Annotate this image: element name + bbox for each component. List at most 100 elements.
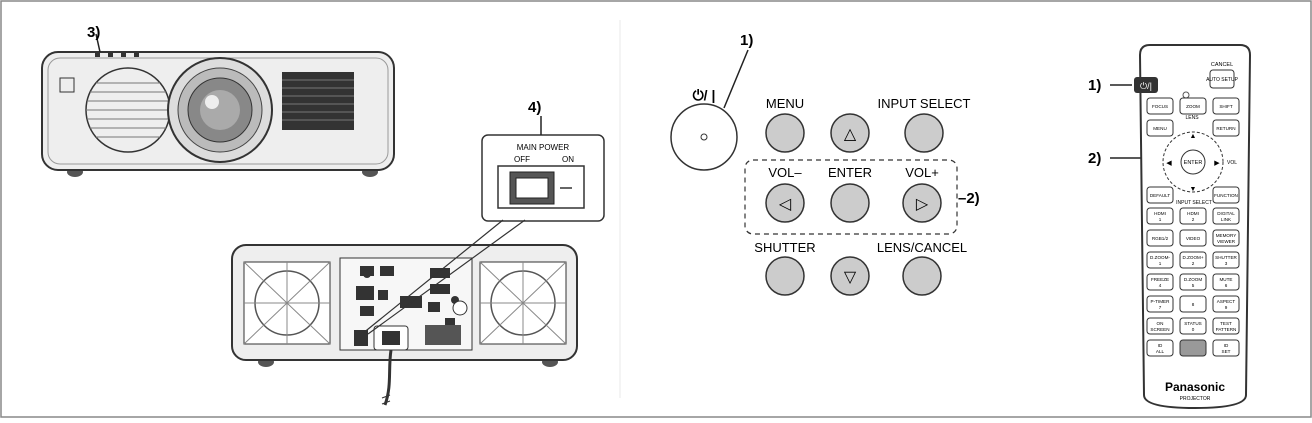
callout-1-panel: 1) [740, 32, 753, 49]
remote-key-r9-c3-label: PATTERN [1216, 327, 1237, 332]
remote-key-menu[interactable] [1146, 119, 1174, 137]
svg-text:⏻/|: ⏻/| [1140, 81, 1152, 91]
remote-key-r7-c3[interactable] [1212, 273, 1240, 291]
remote-key-r7-c3-label: 6 [1225, 283, 1228, 288]
shutter-label: SHUTTER [754, 240, 815, 255]
remote-key-r8-c1-label: 7 [1159, 305, 1162, 310]
remote-key-r7-c1[interactable] [1146, 273, 1174, 291]
remote-key-r4-c1-label: 1 [1159, 217, 1162, 222]
enter-button[interactable] [830, 183, 870, 223]
front-right-grille [282, 72, 354, 130]
input-select-label: INPUT SELECT [878, 96, 971, 111]
remote-key-r5-c1[interactable] [1146, 229, 1174, 247]
right-arrow-icon: ▷ [916, 196, 929, 213]
remote-key-return[interactable] [1212, 119, 1240, 137]
down-arrow-icon: ▽ [844, 269, 857, 286]
remote-key-zoom[interactable] [1179, 97, 1207, 115]
shutter-button[interactable] [765, 256, 805, 296]
projector-rear-view [231, 244, 578, 406]
callout-1-remote: 1) [1088, 77, 1101, 94]
vol-plus-label: VOL+ [905, 165, 939, 180]
remote-key-default[interactable] [1146, 186, 1174, 204]
lens-cancel-button[interactable] [902, 256, 942, 296]
remote-enter-button[interactable] [1180, 149, 1206, 175]
callout-2-panel: –2) [958, 190, 980, 207]
dashed-group-2 [744, 159, 958, 235]
remote-cancel-label: CANCEL [1211, 62, 1233, 68]
remote-key-r6-c2-label: 2 [1192, 261, 1195, 266]
remote-key-r8-c1-label: P-TIMER [1151, 299, 1171, 304]
main-power-title: MAIN POWER [517, 143, 570, 152]
up-button[interactable] [830, 113, 870, 153]
remote-key-r6-c1-label: D.ZOOM- [1150, 255, 1170, 260]
remote-key-r7-c2-label: 5 [1192, 283, 1195, 288]
remote-key-r4-c2[interactable] [1179, 207, 1207, 225]
remote-key-r9-c2[interactable] [1179, 317, 1207, 335]
main-power-switch-small [354, 330, 368, 346]
remote-key-r6-c1-label: 1 [1159, 261, 1162, 266]
left-vol-minus-button[interactable] [765, 183, 805, 223]
right-vol-plus-button[interactable] [902, 183, 942, 223]
remote-key-r10-c3[interactable] [1212, 339, 1240, 357]
input-select-button[interactable] [904, 113, 944, 153]
remote-key-r8-c1[interactable] [1146, 295, 1174, 313]
projector-front-view: 3) [41, 24, 395, 177]
remote-key-r4-c2-label: HDMI [1187, 211, 1199, 216]
remote-key-r9-c1[interactable] [1146, 317, 1174, 335]
left-arrow-icon: ◁ [779, 196, 792, 213]
remote-key-r10-c3-label: SET [1222, 349, 1231, 354]
remote-key-r6-c3-label: 3 [1225, 261, 1228, 266]
remote-key-r9-c2-label: STATUS [1184, 321, 1201, 326]
up-arrow-icon: △ [844, 126, 857, 143]
remote-key-r8-c2[interactable] [1179, 295, 1207, 313]
remote-key-shift[interactable] [1212, 97, 1240, 115]
remote-key-focus[interactable] [1146, 97, 1174, 115]
svg-text:▲: ▲ [1190, 133, 1197, 140]
remote-key-menu-label: MENU [1153, 126, 1167, 131]
remote-key-r5-c3-label: VIEWER [1217, 239, 1236, 244]
power-button[interactable] [670, 103, 738, 171]
remote-key-r8-c3[interactable] [1212, 295, 1240, 313]
remote-key-r6-c3[interactable] [1212, 251, 1240, 269]
remote-key-shift-label: SHIFT [1219, 104, 1232, 109]
remote-key-r10-c1-label: ID [1158, 343, 1163, 348]
remote-key-r10-c2[interactable] [1179, 339, 1207, 357]
remote-input-select-label: INPUT SELECT [1176, 200, 1212, 206]
remote-key-default-label: DEFAULT [1150, 193, 1171, 198]
remote-key-r10-c1[interactable] [1146, 339, 1174, 357]
remote-key-r4-c3[interactable] [1212, 207, 1240, 225]
remote-enter-label: ENTER [1184, 160, 1203, 166]
remote-key-r7-c2[interactable] [1179, 273, 1207, 291]
callout-2-remote: 2) [1088, 150, 1101, 167]
remote-key-r4-c1[interactable] [1146, 207, 1174, 225]
remote-key-r4-c3-label: LINK [1221, 217, 1232, 222]
main-power-off-label: OFF [514, 155, 530, 164]
remote-key-r7-c3-label: MUTE [1219, 277, 1232, 282]
power-label: ⏻/ | [693, 87, 716, 103]
menu-label: MENU [766, 96, 804, 111]
remote-key-r9-c2-label: 0 [1192, 327, 1195, 332]
callout-3: 3) [87, 24, 100, 41]
remote-key-r6-c2-label: D.ZOOM+ [1182, 255, 1203, 260]
remote-key-r5-c3[interactable] [1212, 229, 1240, 247]
remote-key-r6-c2[interactable] [1179, 251, 1207, 269]
remote-auto-setup-label: AUTO SETUP [1206, 77, 1239, 83]
remote-vol-label: VOL [1227, 160, 1237, 166]
remote-key-r4-c2-label: 2 [1192, 217, 1195, 222]
remote-key-r5-c3-label: MEMORY [1216, 233, 1237, 238]
menu-button[interactable] [765, 113, 805, 153]
down-button[interactable] [830, 256, 870, 296]
control-panel: 1) ⏻/ | MENU △ INPUT SELECT –2) VOL– ◁ E… [670, 32, 980, 296]
remote-key-r7-c1-label: 4 [1159, 283, 1162, 288]
remote-lens-label: LENS [1185, 115, 1199, 121]
remote-auto-setup-button[interactable] [1209, 69, 1235, 89]
remote-key-function[interactable] [1212, 186, 1240, 204]
remote-key-r4-c3-label: DIGITAL [1217, 211, 1235, 216]
remote-key-r9-c1-label: SCREEN [1150, 327, 1169, 332]
remote-key-r6-c1[interactable] [1146, 251, 1174, 269]
remote-key-r5-c2[interactable] [1179, 229, 1207, 247]
remote-key-r9-c3[interactable] [1212, 317, 1240, 335]
remote-power-button[interactable] [1134, 77, 1158, 93]
